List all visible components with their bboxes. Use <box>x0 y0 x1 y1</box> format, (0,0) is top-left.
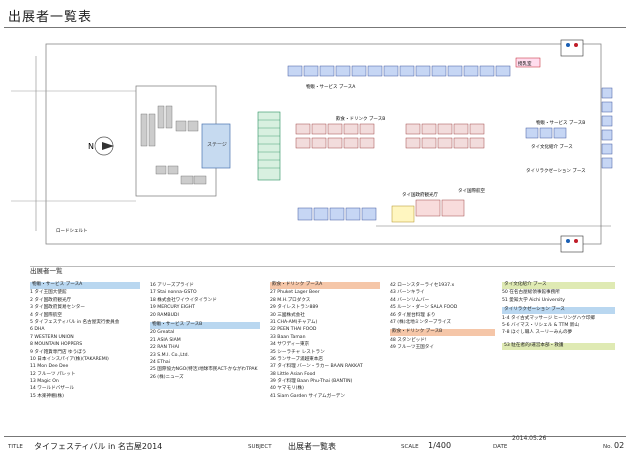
title-rule <box>4 27 626 28</box>
list-item: 38 Little Asian Food <box>270 371 316 377</box>
list-item: 6 DHA <box>30 327 45 333</box>
list-item: 37 タイ料理 バーン・ラカー BAAN RAKKAT <box>270 364 363 370</box>
list-item: 7-8 ほぐし職人 スーリーみんの夢 <box>502 330 573 336</box>
list-item: 42 ローンスターライセ1937.x <box>390 283 455 288</box>
list-item: 50 在名古屋総領事館事務所 <box>502 290 560 296</box>
number-label: No. <box>603 444 613 450</box>
list-item: 46 タイ屋台料理 まり <box>390 312 436 318</box>
group-header: タイ文化紹介 ブース <box>502 282 615 289</box>
group-header: 飲食・ドリンク ブースB <box>390 329 495 337</box>
list-item: 13 Magic On <box>30 379 59 385</box>
list-item: 47 (株)北地ミンターブライズ <box>390 319 452 325</box>
zone-label: 飲食・ドリンク ブースB <box>336 115 385 122</box>
list-item: 43 バーンキライ <box>390 290 425 296</box>
list-item: 20 RAMBUDI <box>150 312 179 318</box>
list-item: 5-6 バイマス・リシェル & TTM 新山 <box>502 322 579 328</box>
list-item: 33 Baan Taman <box>270 334 306 340</box>
list-item: 25 国際協力NGO(特活)地球市民ACT-かながわTPAK <box>150 367 258 373</box>
floor-plan: ステージ N 物販・サービス ブースA 飲食・ドリンク ブースB <box>11 39 613 253</box>
list-item: 22 RAN THAI <box>150 345 180 351</box>
list-item: 3 タイ国政府貿易センター <box>30 305 85 311</box>
list-item: 14 ワールドバザール <box>30 386 75 392</box>
list-item: 24 EThai <box>150 359 171 365</box>
list-item: 40 ヤマモリ(株) <box>270 386 304 392</box>
date-value: 2014.05.26 <box>512 435 547 442</box>
list-item: 30 三國株式会社 <box>270 312 305 318</box>
list-item: 10 日本インスパイア(株)(TAKAREMI) <box>30 356 109 362</box>
list-item: 49 フルーツ王国タイ <box>390 345 434 351</box>
date-label: DATE <box>493 444 508 450</box>
toilet-label: 授乳室 <box>518 60 532 67</box>
zone-label: タイ国政府観光庁 <box>402 191 438 198</box>
zone-label: タイ文化紹介 ブース <box>531 143 573 150</box>
list-item: 45 ルーン・ダーン SALA FOOD <box>390 305 458 311</box>
list-title: 出展者一覧 <box>30 267 63 275</box>
list-item: 26 (株)ニューズ <box>150 374 184 380</box>
list-item: 23 S.M.I. Co.,Ltd. <box>150 352 189 358</box>
list-item: 36 ランサーブ浦越東本店 <box>270 356 323 362</box>
list-item: 44 バーンリムバー <box>390 297 430 303</box>
section-rule <box>30 266 615 267</box>
zone-label: 物販・サービス ブースB <box>536 119 585 126</box>
subject-value: 出展者一覧表 <box>288 442 336 451</box>
zone-label: 物販・サービス ブースA <box>306 83 356 90</box>
list-item: 5 タイフェスティバル in 名古屋実行委員会 <box>30 319 120 325</box>
list-item: 1 タイ王国大使館 <box>30 290 67 296</box>
scale-label: SCALE <box>401 444 419 450</box>
footer-rule <box>4 436 626 437</box>
compass-icon: N <box>88 142 94 151</box>
zone-label: タイリラクゼーション ブース <box>526 167 586 174</box>
list-item: 48 スタンピッド! <box>390 337 427 343</box>
list-item: 41 Siam Garden サイアムガーデン <box>270 393 345 399</box>
group-header: 53 駐在者的/運営本部・救護 <box>502 342 615 350</box>
list-item: 2 タイ国政府観光庁 <box>30 297 72 303</box>
page-title: 出展者一覧表 <box>8 10 93 25</box>
title-block: TITLE タイフェスティバル in 名古屋2014 SUBJECT 出展者一覧… <box>0 435 630 463</box>
exit-label: ロードシェルト <box>56 228 88 234</box>
subject-label: SUBJECT <box>248 444 272 450</box>
list-item: 17 Stai nonna-GSTO <box>150 290 197 296</box>
title-value: タイフェスティバル in 名古屋2014 <box>34 442 163 451</box>
list-item: 16 アリーズプライド <box>150 283 194 288</box>
group-header: 飲食・ドリンク ブースA <box>270 282 380 289</box>
list-item: 12 フルーツ パレット <box>30 371 76 377</box>
list-item: 11 Mon Dee Dee <box>30 364 69 370</box>
scale-value: 1/400 <box>428 441 452 450</box>
zone-label: タイ国際航空 <box>458 187 485 194</box>
list-item: 9 タイ雑貨専門店 ゆうぼう <box>30 349 87 355</box>
list-item: 7 WESTERN UNION <box>30 334 74 340</box>
list-item: 19 MERCURY EIGHT <box>150 305 195 311</box>
list-item: 35 シーラチャ レストラン <box>270 349 325 355</box>
list-item: 39 タイ料理 Baan Phu-Thai (BANTIN) <box>270 379 353 385</box>
group-header: 物販・サービス ブースB <box>150 321 260 329</box>
title-label: TITLE <box>8 444 23 450</box>
number-value: 02 <box>614 441 625 450</box>
list-item: 4 タイ国際航空 <box>30 312 62 318</box>
list-item: 1-4 タイ古式マッサージ ヒーリングハウ印郷 <box>502 315 596 321</box>
list-item: 32 PEEN THAI FOOD <box>270 327 317 333</box>
list-item: 20 Greatal <box>150 330 175 336</box>
group-header: タイリラクゼーション ブース <box>502 307 615 314</box>
list-item: 15 木楽神棚(株) <box>30 393 64 399</box>
group-header: 物販・サービス ブースA <box>30 282 140 289</box>
list-item: 29 タイレストラン889 <box>270 305 319 311</box>
list-item: 51 愛知大学 Aichi University <box>502 297 565 303</box>
stage-label: ステージ <box>207 142 227 148</box>
list-item: 18 株式会社ワイウイタイランド <box>150 297 217 303</box>
list-item: 34 サワディー東京 <box>270 342 310 348</box>
list-item: 28 M.H.プロダクス <box>270 297 311 303</box>
list-item: 21 ASIA SIAM <box>150 337 181 343</box>
list-item: 27 Phuket Lager Beer <box>270 290 320 296</box>
list-item: 31 CHA-AM(チャアム) <box>270 319 318 325</box>
list-item: 8 MOUNTAIN HOPPERS <box>30 342 83 348</box>
